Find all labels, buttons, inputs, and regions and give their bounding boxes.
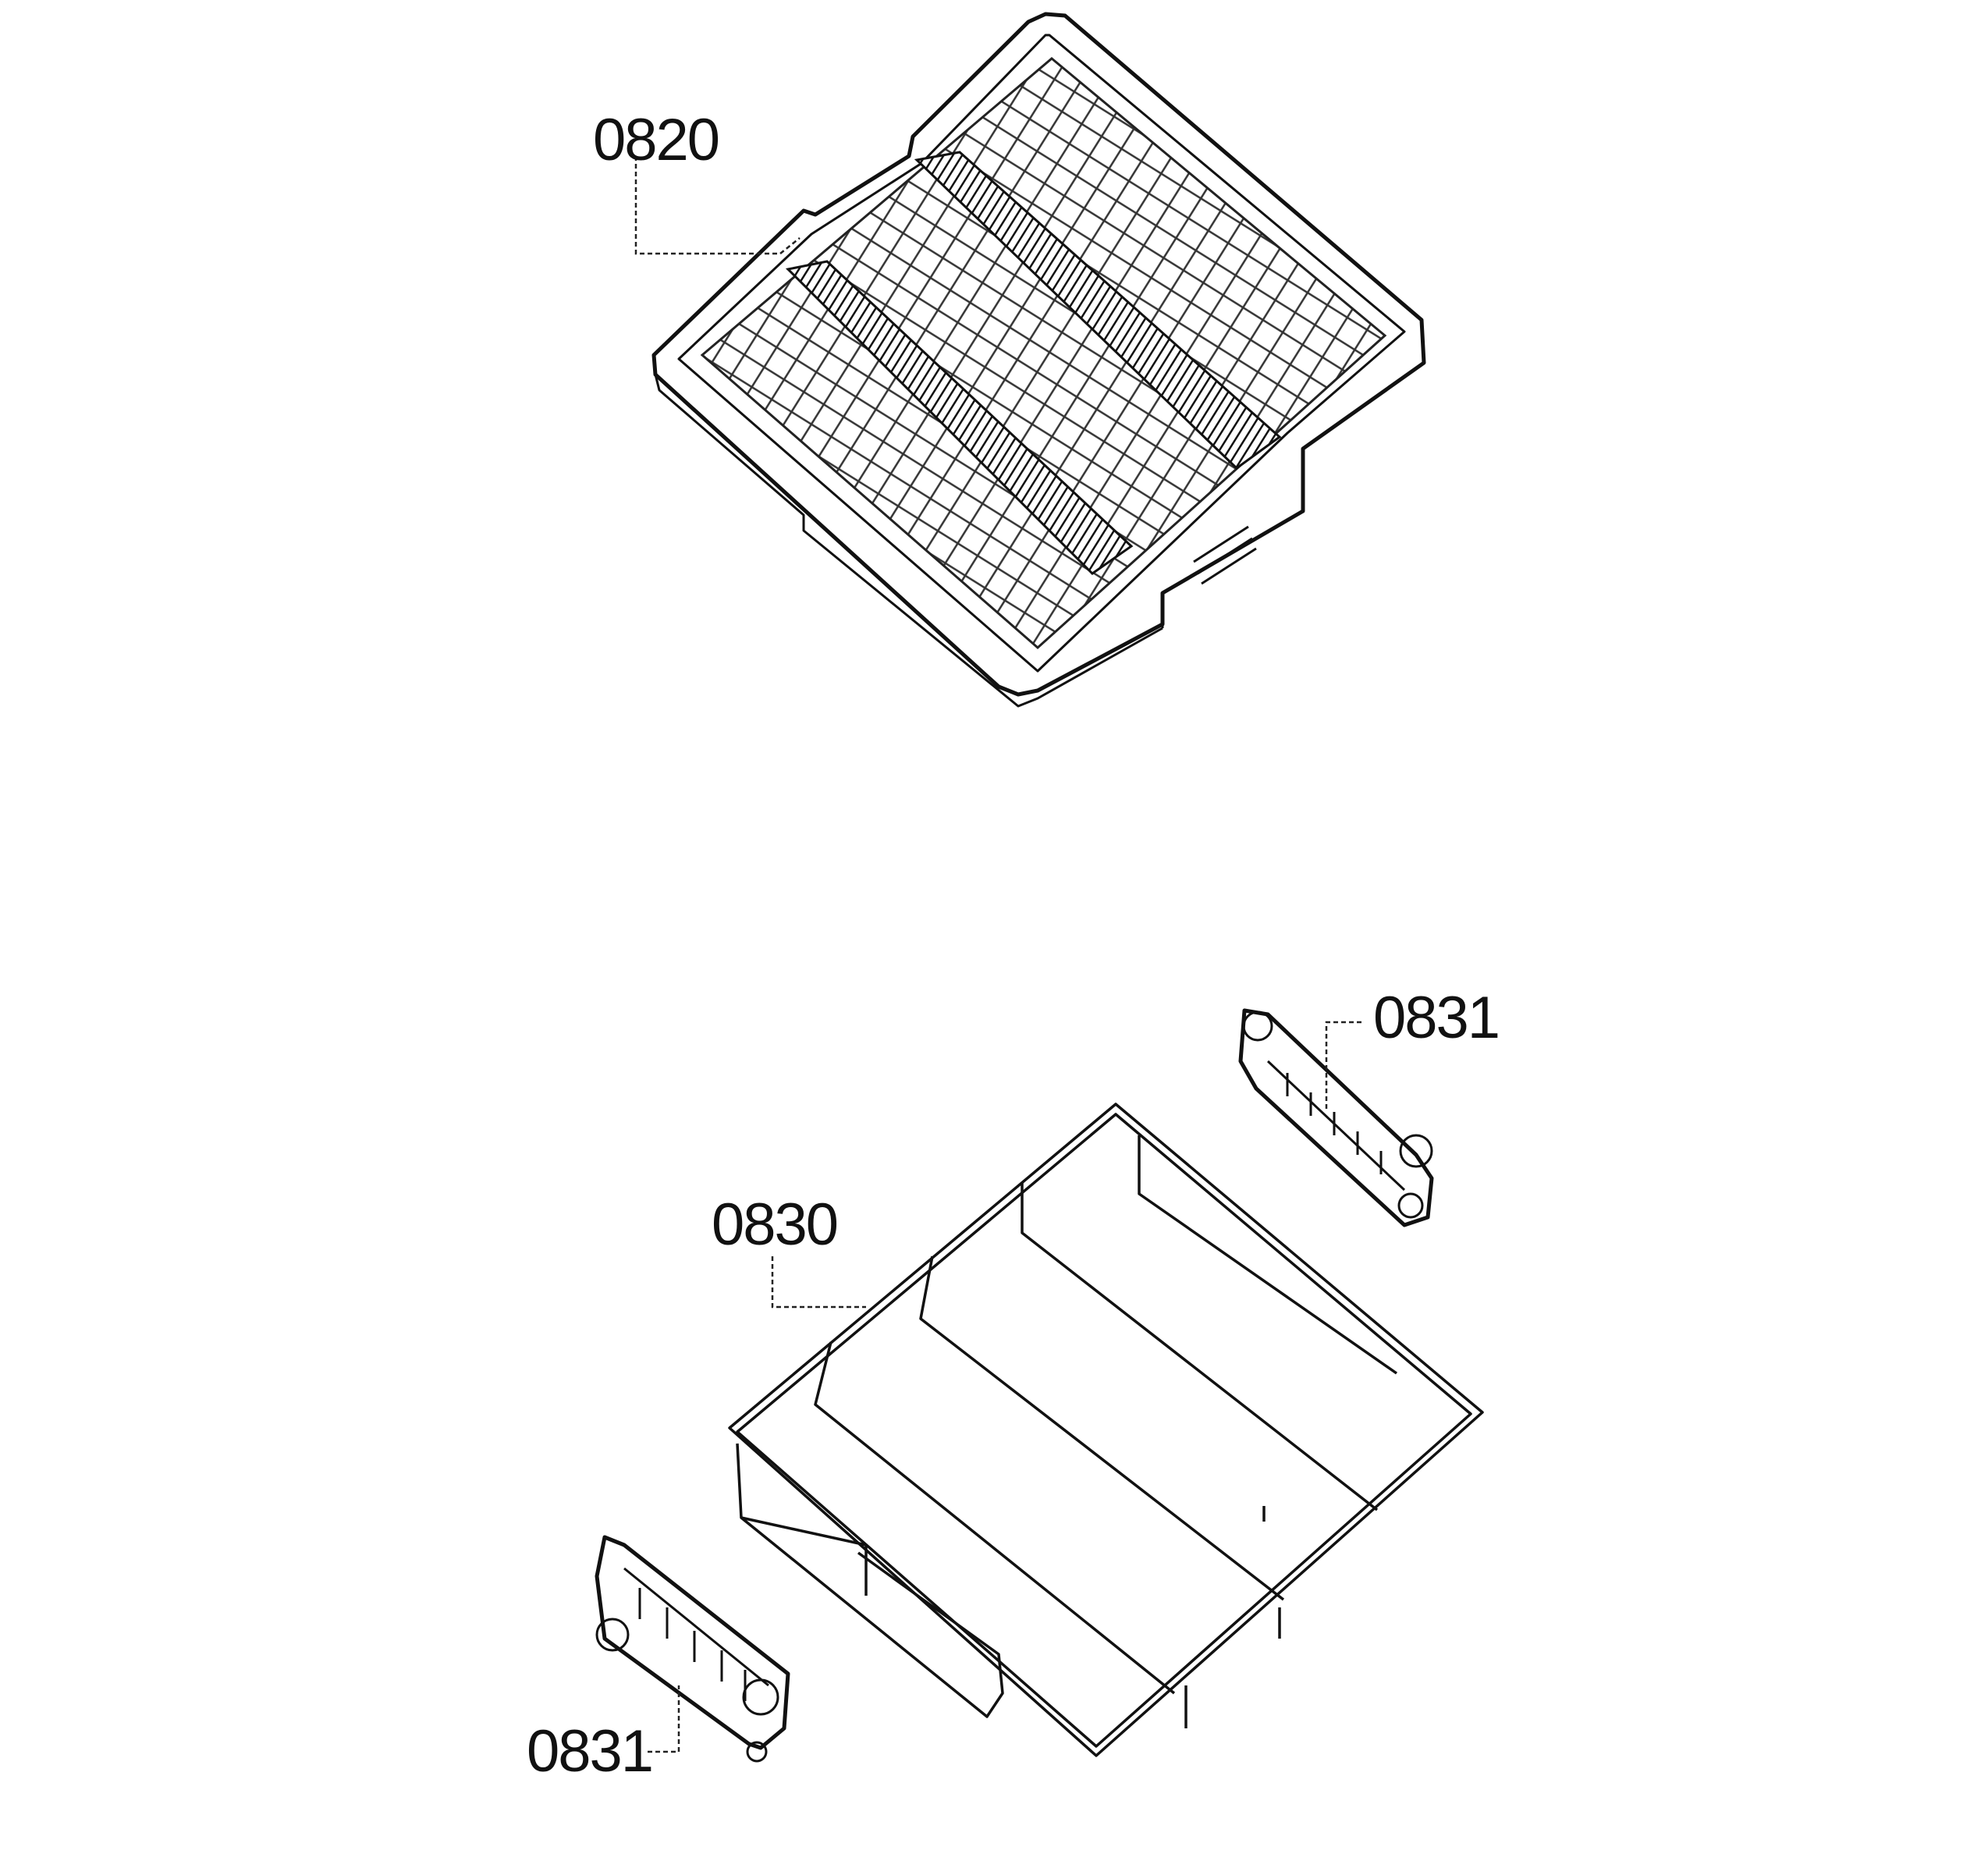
cutlery-tray-0820 bbox=[651, 12, 1426, 708]
label-0830: 0830 bbox=[712, 1192, 837, 1258]
wire-frame-0830 bbox=[728, 1103, 1484, 1757]
label-0831-lower: 0831 bbox=[527, 1718, 652, 1785]
label-0831-upper: 0831 bbox=[1373, 985, 1499, 1051]
leader-0820 bbox=[634, 156, 801, 255]
clip-lower-0831 bbox=[595, 1535, 790, 1763]
leader-0831-lower bbox=[648, 1685, 680, 1753]
leader-0831-upper bbox=[1325, 1021, 1361, 1112]
clip-upper-0831 bbox=[1238, 1008, 1434, 1227]
leader-0830 bbox=[771, 1256, 866, 1309]
label-0820: 0820 bbox=[593, 107, 719, 173]
